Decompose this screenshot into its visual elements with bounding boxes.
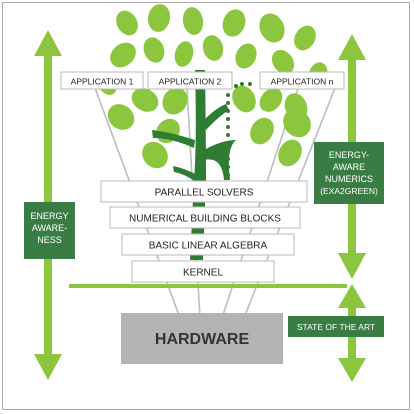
energy-aware-numerics-line-4: (EXA2GREEN) xyxy=(320,186,378,196)
energy-awareness-line-3: NESS xyxy=(37,235,62,245)
layer-numerical-building-blocks: NUMERICAL BUILDING BLOCKS xyxy=(129,214,281,225)
application-2-label: APPLICATION 2 xyxy=(159,77,222,87)
hardware-label: HARDWARE xyxy=(155,331,250,348)
energy-aware-numerics-box xyxy=(314,142,384,204)
energy-aware-numerics-line-3: NUMERICS xyxy=(325,174,373,184)
layer-stack: PARALLEL SOLVERS NUMERICAL BUILDING BLOC… xyxy=(100,180,308,283)
layer-kernel: KERNEL xyxy=(183,268,223,279)
energy-awareness-line-2: AWARE- xyxy=(32,223,67,233)
layer-parallel-solvers: PARALLEL SOLVERS xyxy=(155,188,254,199)
energy-awareness-line-1: ENERGY xyxy=(30,211,68,221)
energy-aware-numerics-line-2: AWARE xyxy=(333,162,365,172)
layer-basic-linear-algebra: BASIC LINEAR ALGEBRA xyxy=(149,241,268,252)
tree xyxy=(97,4,328,260)
energy-awareness-box xyxy=(24,202,75,259)
application-boxes: APPLICATION 1 APPLICATION 2 APPLICATION … xyxy=(60,71,345,90)
application-n-label: APPLICATION n xyxy=(271,77,334,87)
state-of-the-art-box xyxy=(288,316,384,337)
state-of-the-art-label: STATE OF THE ART xyxy=(297,322,375,332)
separator-bar xyxy=(69,284,347,288)
dotted-connector xyxy=(226,82,252,177)
hardware-block xyxy=(121,313,283,364)
energy-aware-numerics-line-1: ENERGY- xyxy=(329,150,369,160)
application-1-label: APPLICATION 1 xyxy=(71,77,134,87)
